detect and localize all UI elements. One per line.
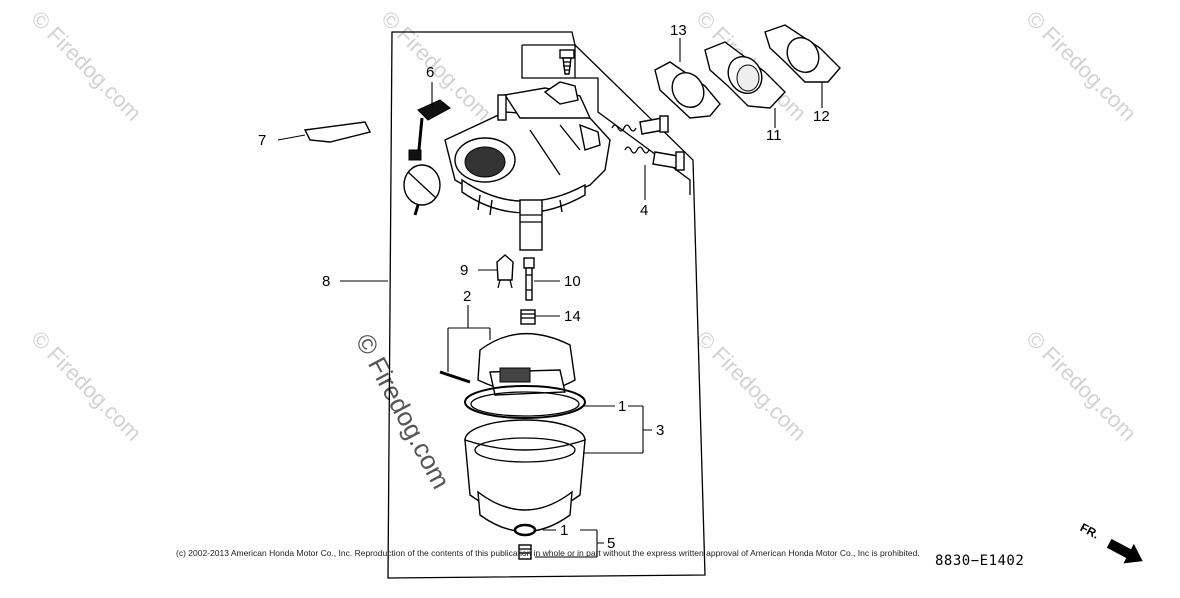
callout-2: 2 [463, 288, 471, 305]
callout-9: 9 [460, 262, 468, 279]
front-direction-arrow [1106, 538, 1143, 564]
watermark: © Firedog.com [691, 326, 811, 446]
callout-12: 12 [813, 108, 830, 125]
watermark-main: © Firedog.com [350, 329, 457, 494]
callout-7: 7 [258, 132, 266, 149]
assembly-outline [387, 31, 706, 579]
gasket-13 [654, 61, 721, 119]
callout-6: 6 [426, 64, 434, 81]
callout-10: 10 [564, 273, 581, 290]
callout-11: 11 [766, 127, 782, 144]
callout-14: 14 [564, 308, 581, 325]
float-valve [496, 254, 514, 289]
main-jet [523, 257, 535, 301]
callout-1b: 1 [560, 522, 568, 539]
callout-3: 3 [656, 422, 664, 439]
callout-4: 4 [640, 202, 648, 219]
copyright-notice: (c) 2002-2013 American Honda Motor Co., … [176, 548, 920, 558]
leader-lines [277, 38, 823, 558]
gasket-12 [764, 24, 841, 83]
drain-bolt [513, 523, 537, 560]
callout-5: 5 [607, 535, 615, 552]
watermark: © Firedog.com [1021, 6, 1141, 126]
pilot-screws [611, 115, 685, 171]
callout-13: 13 [670, 22, 687, 39]
top-screw [559, 49, 575, 75]
watermarks: © Firedog.com © Firedog.com © Firedog.co… [26, 6, 1141, 494]
callout-8: 8 [322, 273, 330, 290]
bracket-4-left [521, 45, 575, 79]
throttle-link [303, 121, 372, 143]
callout-1a: 1 [618, 398, 626, 415]
watermark: © Firedog.com [26, 6, 146, 126]
watermark: © Firedog.com [1021, 326, 1141, 446]
insulator-11 [704, 41, 786, 109]
diagram-code: 8830−E1402 [935, 553, 1025, 569]
float-chamber [464, 419, 586, 533]
bracket-4 [522, 44, 691, 195]
o-ring [464, 385, 586, 419]
choke-lever [403, 99, 451, 216]
jet-14 [520, 309, 536, 325]
float [439, 332, 576, 396]
carburetor-body [444, 81, 611, 251]
watermark: © Firedog.com [26, 326, 146, 446]
